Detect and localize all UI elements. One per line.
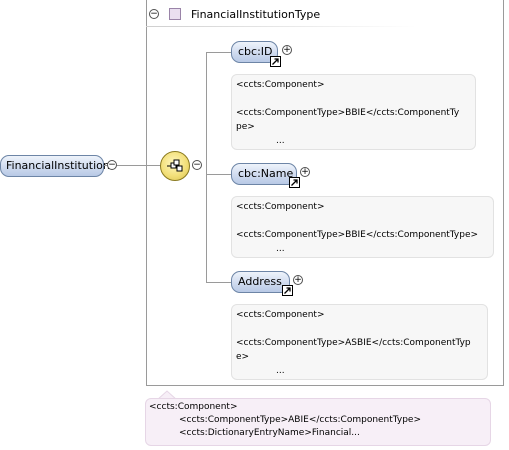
connector-line bbox=[206, 52, 231, 53]
child-element-label: Address bbox=[238, 275, 282, 288]
doc-line: e> bbox=[236, 352, 250, 362]
expand-icon[interactable]: + bbox=[282, 45, 292, 55]
connector-line bbox=[206, 174, 231, 175]
type-documentation: <ccts:Component> <ccts:ComponentType>ABI… bbox=[145, 398, 491, 446]
doc-line: <ccts:ComponentType>ABIE</ccts:Component… bbox=[179, 415, 422, 425]
root-collapse-icon[interactable]: − bbox=[107, 160, 117, 170]
connector-line bbox=[104, 165, 108, 166]
doc-line: <ccts:Component> bbox=[236, 310, 325, 320]
child-element-id[interactable]: cbc:ID bbox=[231, 41, 278, 63]
sequence-collapse-icon[interactable]: − bbox=[192, 160, 202, 170]
sequence-bracket bbox=[206, 52, 207, 282]
type-header-divider bbox=[146, 26, 416, 27]
doc-ellipsis: ... bbox=[276, 136, 285, 146]
doc-line: <ccts:Component> bbox=[149, 402, 238, 412]
reference-arrow-icon bbox=[282, 285, 293, 296]
child-documentation: <ccts:Component> <ccts:ComponentType>BBI… bbox=[231, 196, 494, 258]
child-element-name[interactable]: cbc:Name bbox=[231, 163, 297, 185]
doc-line: <ccts:Component> bbox=[236, 80, 325, 90]
doc-line: <ccts:ComponentType>BBIE</ccts:Component… bbox=[236, 230, 479, 240]
doc-ellipsis: ... bbox=[276, 244, 285, 254]
doc-line: <ccts:ComponentType>BBIE</ccts:Component… bbox=[236, 108, 460, 118]
sequence-compositor-icon[interactable] bbox=[160, 151, 190, 181]
doc-ellipsis: ... bbox=[276, 366, 285, 376]
complex-type-icon bbox=[169, 8, 181, 20]
expand-icon[interactable]: + bbox=[300, 167, 310, 177]
expand-icon[interactable]: + bbox=[293, 275, 303, 285]
reference-arrow-icon bbox=[270, 56, 281, 67]
child-documentation: <ccts:Component> <ccts:ComponentType>ASB… bbox=[231, 304, 488, 380]
child-element-address[interactable]: Address bbox=[231, 271, 290, 293]
type-doc-tail bbox=[156, 390, 178, 400]
reference-arrow-icon bbox=[289, 177, 300, 188]
child-element-label: cbc:ID bbox=[238, 45, 273, 58]
child-documentation: <ccts:Component> <ccts:ComponentType>BBI… bbox=[231, 74, 476, 150]
type-name: FinancialInstitutionType bbox=[191, 8, 321, 21]
doc-line: <ccts:Component> bbox=[236, 202, 325, 212]
doc-line: <ccts:DictionaryEntryName>Financial... bbox=[179, 428, 360, 438]
type-collapse-icon[interactable]: − bbox=[149, 9, 159, 19]
root-element-label: FinancialInstitution bbox=[6, 159, 110, 172]
doc-line: pe> bbox=[236, 122, 255, 132]
connector-line bbox=[117, 165, 161, 166]
root-element[interactable]: FinancialInstitution bbox=[0, 155, 110, 177]
child-element-label: cbc:Name bbox=[238, 167, 294, 180]
connector-line bbox=[206, 282, 231, 283]
doc-line: <ccts:ComponentType>ASBIE</ccts:Componen… bbox=[236, 338, 471, 348]
